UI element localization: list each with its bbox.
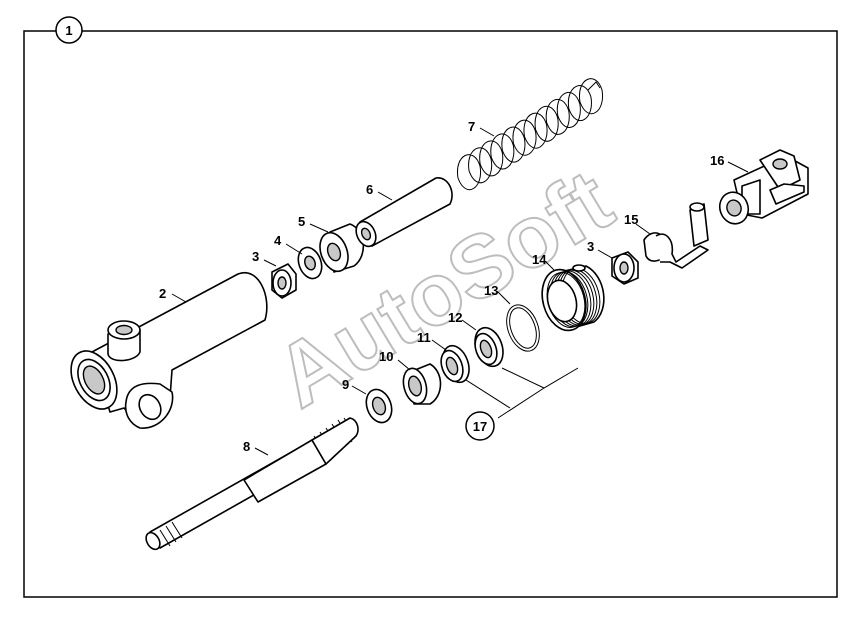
sleeve-tube [355,177,453,248]
part-label: 5 [298,214,305,229]
part-label: 8 [243,439,250,454]
assembly-label: 17 [473,419,487,434]
part-label: 15 [624,212,638,227]
o-ring-13 [506,304,540,352]
part-label: 2 [159,286,166,301]
part-label: 16 [710,153,724,168]
part-label: 14 [532,252,547,267]
part-label: 4 [274,233,282,248]
threaded-gland [541,264,605,332]
assembly-label-badge: 17 [465,411,495,441]
part-label: 10 [379,349,393,364]
hex-nut-right [611,251,639,285]
part-label: 9 [342,377,349,392]
part-label: 11 [417,330,431,345]
part-label: 13 [484,283,498,298]
frame-label-badge: 1 [55,16,83,44]
part-label: 7 [468,119,475,134]
ring-12 [474,326,504,368]
clevis [718,149,809,225]
part-label: 3 [587,239,594,254]
diagram-frame [23,30,838,598]
compression-spring [457,78,604,191]
piston-rod [145,417,359,551]
bushing-5 [319,223,365,273]
washer-4 [297,246,323,280]
leader-lines [171,127,749,456]
part-label: 6 [366,182,373,197]
cylinder-body [70,271,268,429]
part-label: 12 [448,310,462,325]
seal-10 [402,363,442,405]
frame-label: 1 [65,23,72,38]
hex-nut-left [271,263,297,299]
ring-11 [440,344,470,384]
clevis-pin-clip [643,202,709,269]
part-labels: 2 3 4 5 6 7 8 9 10 11 12 13 14 3 15 16 [159,119,724,454]
washer-9 [365,388,393,424]
part-label: 3 [252,249,259,264]
